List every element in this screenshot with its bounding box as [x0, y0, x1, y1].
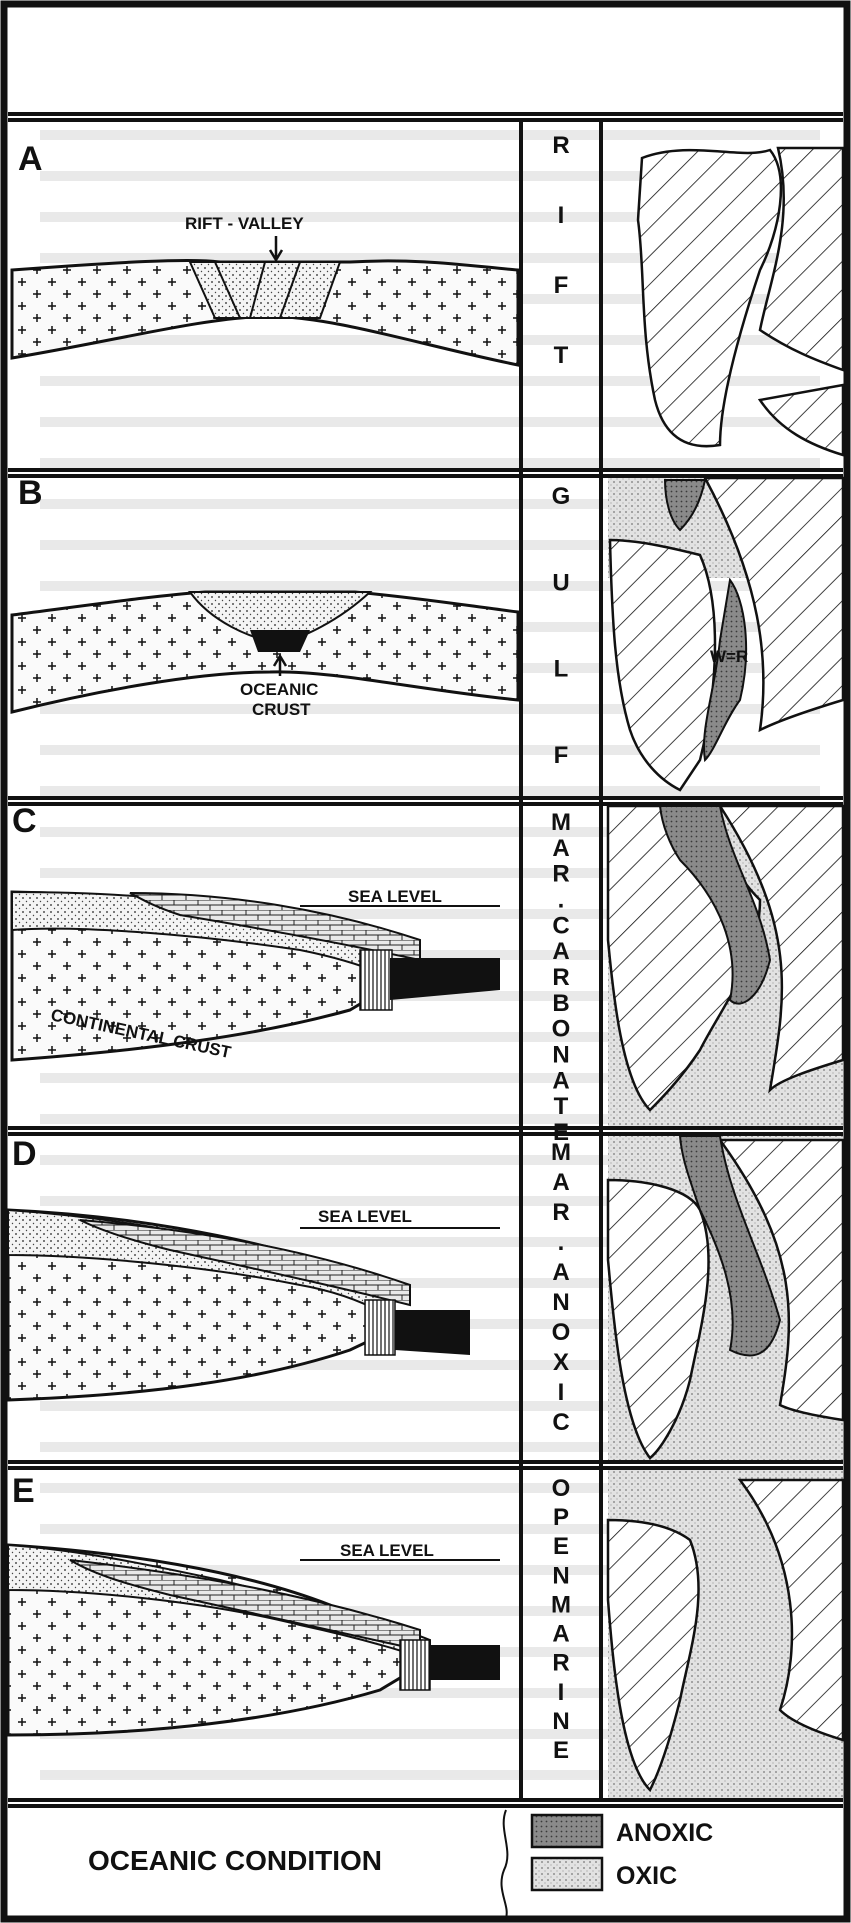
phase-char: M — [551, 809, 571, 836]
phase-char: N — [552, 1562, 569, 1589]
panel-e-map — [608, 1470, 843, 1798]
phase-char: X — [553, 1349, 569, 1376]
panel-c-map — [608, 806, 843, 1126]
legend-swatch-anoxic — [532, 1815, 602, 1847]
phase-char: I — [558, 1679, 565, 1706]
sea-level-label: SEA LEVEL — [340, 1541, 434, 1560]
phase-char: P — [553, 1504, 569, 1531]
phase-char: T — [554, 342, 569, 369]
phase-char: R — [552, 1199, 569, 1226]
phase-char: C — [552, 912, 569, 939]
panel-a-letter: A — [18, 140, 43, 178]
sea-level-label: SEA LEVEL — [348, 887, 442, 906]
phase-char: L — [554, 656, 569, 683]
legend-label-oxic: OXIC — [616, 1862, 677, 1890]
map-label-w-r: W=R — [710, 647, 748, 666]
phase-char: O — [552, 1319, 571, 1346]
phase-char: R — [552, 964, 569, 991]
panel-d-map — [608, 1136, 843, 1460]
legend-label-anoxic: ANOXIC — [616, 1819, 713, 1847]
phase-char: O — [552, 1475, 571, 1502]
panel-d-letter: D — [12, 1135, 37, 1173]
phase-char: E — [553, 1737, 569, 1764]
phase-char: N — [552, 1708, 569, 1735]
phase-char: A — [552, 835, 569, 862]
phase-char: A — [552, 1067, 569, 1094]
phase-char: C — [552, 1409, 569, 1436]
panel-b-letter: B — [18, 474, 43, 512]
phase-char: N — [552, 1042, 569, 1069]
phase-char: M — [551, 1591, 571, 1618]
phase-char: . — [558, 1229, 565, 1256]
phase-char: F — [554, 742, 569, 769]
phase-char: M — [551, 1139, 571, 1166]
phase-char: I — [558, 1379, 565, 1406]
phase-char: R — [552, 861, 569, 888]
phase-char: B — [552, 990, 569, 1017]
panel-e-letter: E — [12, 1472, 35, 1510]
phase-char: G — [552, 483, 571, 510]
legend-title: OCEANIC CONDITION — [88, 1845, 382, 1876]
phase-char: I — [558, 202, 565, 229]
legend-swatch-oxic — [532, 1858, 602, 1890]
phase-char: F — [554, 272, 569, 299]
sea-level-label: SEA LEVEL — [318, 1207, 412, 1226]
rift-valley-label: RIFT - VALLEY — [185, 214, 304, 233]
phase-char: N — [552, 1289, 569, 1316]
phase-char: A — [552, 1621, 569, 1648]
phase-char: O — [552, 1016, 571, 1043]
phase-char: A — [552, 1259, 569, 1286]
phase-char: A — [552, 938, 569, 965]
oceanic-label: OCEANIC — [240, 680, 318, 699]
crust-label: CRUST — [252, 700, 311, 719]
phase-char: R — [552, 132, 569, 159]
phase-char: . — [558, 887, 565, 914]
panel-c-letter: C — [12, 802, 37, 840]
phase-char: T — [554, 1093, 569, 1120]
phase-char: U — [552, 569, 569, 596]
phase-char: A — [552, 1169, 569, 1196]
phase-char: R — [552, 1650, 569, 1677]
phase-char: E — [553, 1533, 569, 1560]
